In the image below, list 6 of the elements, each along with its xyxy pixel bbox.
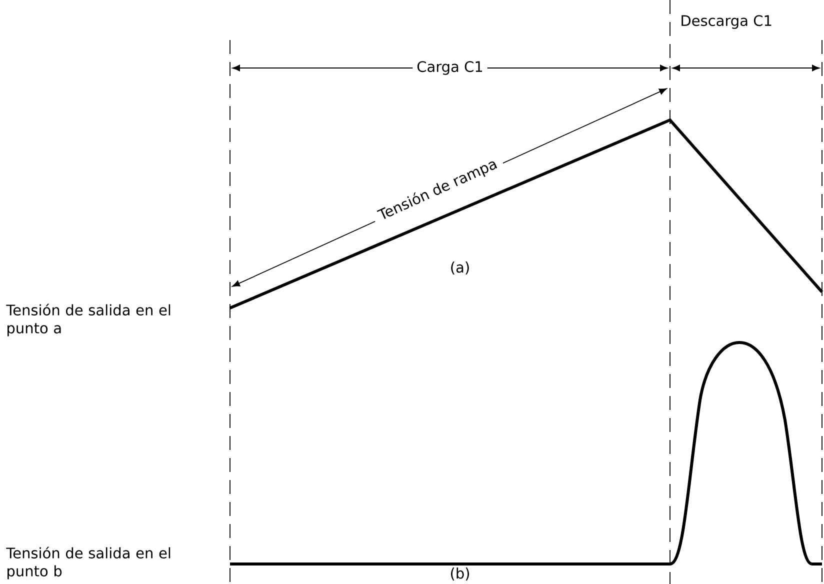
label-text: Tensión de salida en el punto a <box>6 304 170 336</box>
label-text: Carga C1 <box>412 58 488 78</box>
label-text: Tensión de salida en el punto b <box>6 546 170 580</box>
label-text: (a) <box>451 262 469 274</box>
label-text: (b) <box>448 566 472 582</box>
label-text: Descarga C1 <box>678 13 774 31</box>
